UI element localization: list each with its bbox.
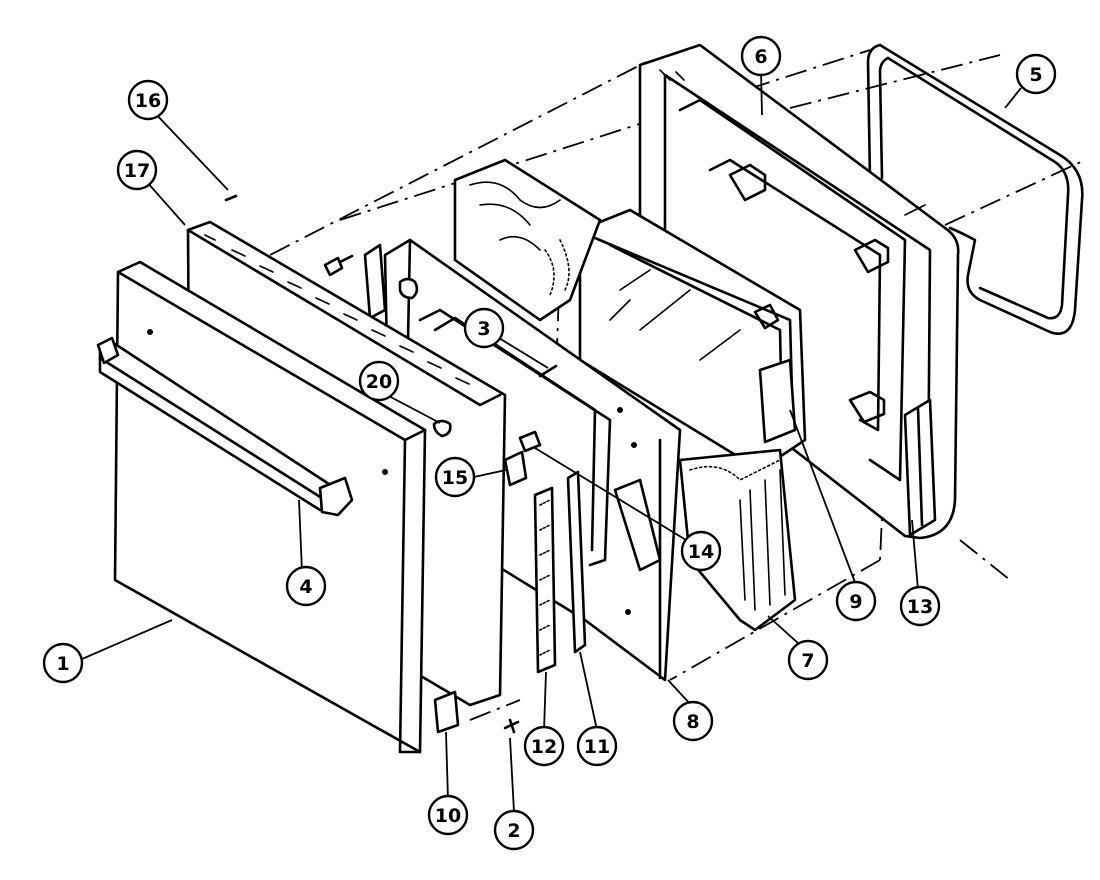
window-glass-assembly <box>578 208 807 472</box>
insulation-batt <box>453 158 797 632</box>
svg-text:1: 1 <box>56 653 69 675</box>
callouts: 1 2 3 4 5 6 7 8 9 10 11 12 13 14 15 16 1… <box>42 35 1057 851</box>
svg-text:13: 13 <box>907 596 933 618</box>
svg-text:16: 16 <box>135 90 161 112</box>
callout-14: 14 <box>680 530 722 572</box>
callout-5: 5 <box>1015 53 1057 95</box>
svg-text:20: 20 <box>366 371 392 393</box>
svg-text:8: 8 <box>686 711 699 733</box>
hardware <box>224 194 558 734</box>
callout-11: 11 <box>576 725 618 767</box>
callout-2: 2 <box>493 809 535 851</box>
screw-2 <box>503 718 520 734</box>
screw-3 <box>538 364 558 378</box>
callout-13: 13 <box>899 585 941 627</box>
hinge-bracket-10 <box>433 690 460 734</box>
bracket-15 <box>503 450 528 487</box>
svg-text:9: 9 <box>849 591 862 613</box>
callout-16: 16 <box>127 79 169 121</box>
callout-8: 8 <box>672 700 714 742</box>
callout-17: 17 <box>116 149 158 191</box>
svg-text:17: 17 <box>124 160 150 182</box>
inner-door-liner <box>638 43 960 540</box>
svg-text:12: 12 <box>531 736 557 758</box>
svg-text:2: 2 <box>507 820 520 842</box>
side-channel <box>903 398 937 537</box>
svg-text:14: 14 <box>688 541 714 563</box>
callout-6: 6 <box>740 35 782 77</box>
callout-15: 15 <box>434 456 476 498</box>
insulation-strip <box>533 486 557 674</box>
svg-text:10: 10 <box>435 805 461 827</box>
callout-4: 4 <box>285 565 327 607</box>
leader-lines <box>81 68 1022 813</box>
door-handle <box>96 336 354 517</box>
clip-14 <box>518 430 542 453</box>
callout-3: 3 <box>463 307 505 349</box>
svg-text:3: 3 <box>477 318 490 340</box>
callout-7: 7 <box>787 639 829 681</box>
screw-16 <box>224 194 238 202</box>
callout-9: 9 <box>835 580 877 622</box>
callout-12: 12 <box>523 725 565 767</box>
callout-10: 10 <box>427 794 469 836</box>
outer-door-panel <box>113 260 427 754</box>
screw-top-left <box>323 256 344 277</box>
svg-text:5: 5 <box>1029 64 1042 86</box>
svg-text:4: 4 <box>299 576 312 598</box>
svg-text:7: 7 <box>801 650 814 672</box>
callout-20: 20 <box>358 360 400 402</box>
callout-1: 1 <box>42 642 84 684</box>
nut-20 <box>432 419 452 438</box>
svg-text:6: 6 <box>754 46 767 68</box>
svg-text:15: 15 <box>442 467 468 489</box>
vertical-seal <box>566 470 587 654</box>
svg-text:11: 11 <box>584 736 610 758</box>
